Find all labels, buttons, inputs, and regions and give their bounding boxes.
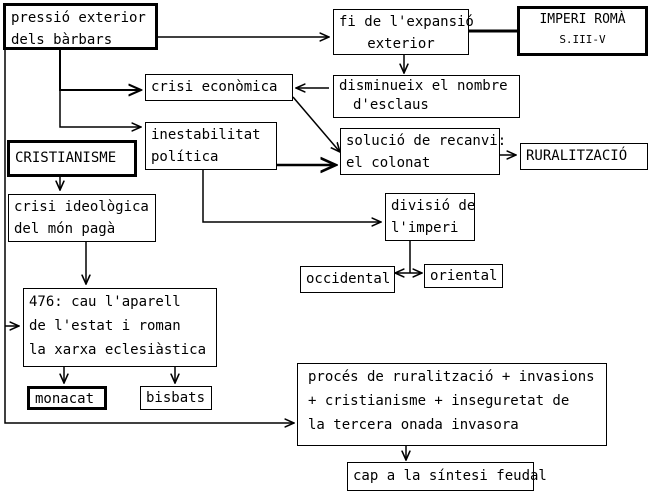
node-text: cap a la síntesi feudal <box>353 468 547 484</box>
node-text: CRISTIANISME <box>15 150 117 166</box>
node-text: l'imperi <box>391 220 459 236</box>
node-text: pressió exterior <box>11 10 146 26</box>
node-text: la xarxa eclesiàstica <box>29 342 207 358</box>
node-occidental: occidental <box>300 266 395 293</box>
node-monacat: monacat <box>27 386 107 410</box>
node-solucio: solució de recanvi: el colonat <box>340 128 507 175</box>
node-ruralitzacio: RURALITZACIÓ <box>520 143 648 170</box>
node-text: política <box>151 149 219 165</box>
node-text: exterior <box>367 36 435 52</box>
node-text: inestabilitat <box>151 127 261 143</box>
edge-crisi-eco-solucio <box>292 96 340 152</box>
node-pressio: pressió exterior dels bàrbars <box>3 3 158 50</box>
node-text: dels bàrbars <box>11 32 113 48</box>
node-text: procés de ruralització + invasions <box>308 369 595 385</box>
node-text: de l'estat i roman <box>29 318 181 334</box>
node-text: 476: cau l'aparell <box>29 294 181 310</box>
node-text: la tercera onada invasora <box>308 417 519 433</box>
node-text: del món pagà <box>14 221 116 237</box>
node-text: el colonat <box>346 155 431 171</box>
node-text: oriental <box>430 268 498 284</box>
node-text: S.III-V <box>559 33 606 46</box>
edge-pressio-trunk <box>4 50 294 423</box>
node-crisi-economica: crisi econòmica <box>145 74 293 101</box>
node-text: monacat <box>35 391 95 407</box>
node-inestabilitat: inestabilitat política <box>145 122 277 170</box>
node-text: disminueix el nombre <box>339 78 508 94</box>
node-disminueix: disminueix el nombre d'esclaus <box>333 75 520 118</box>
node-text: occidental <box>306 271 391 287</box>
node-text: crisi ideològica <box>14 199 149 215</box>
node-text: RURALITZACIÓ <box>526 148 628 164</box>
node-text: d'esclaus <box>353 97 429 113</box>
node-crisi-ideologica: crisi ideològica del món pagà <box>8 194 156 242</box>
node-proces: procés de ruralització + invasions + cri… <box>297 363 607 446</box>
node-text: IMPERI ROMÀ <box>539 12 626 27</box>
edge-inestabilitat-divisio <box>202 170 381 222</box>
node-476-cau: 476: cau l'aparell de l'estat i roman la… <box>23 288 217 367</box>
node-fi-expansio: fi de l'expansió exterior <box>333 9 474 55</box>
node-divisio: divisió de l'imperi <box>385 193 475 241</box>
node-cristianisme: CRISTIANISME <box>7 140 137 177</box>
edge-pressio-crisi-eco <box>59 48 141 90</box>
node-text: solució de recanvi: <box>346 133 507 149</box>
node-text: + cristianisme + inseguretat de <box>308 393 570 409</box>
node-oriental: oriental <box>424 264 503 288</box>
node-bisbats: bisbats <box>140 386 212 410</box>
node-sintesi: cap a la síntesi feudal <box>347 462 547 491</box>
node-text: divisió de <box>391 198 476 214</box>
node-text: bisbats <box>146 390 206 406</box>
node-text: fi de l'expansió <box>339 14 474 30</box>
node-imperi-roma: IMPERI ROMÀ S.III-V <box>517 6 648 56</box>
edge-pressio-inestabilitat <box>59 90 141 127</box>
node-text: crisi econòmica <box>151 79 278 95</box>
